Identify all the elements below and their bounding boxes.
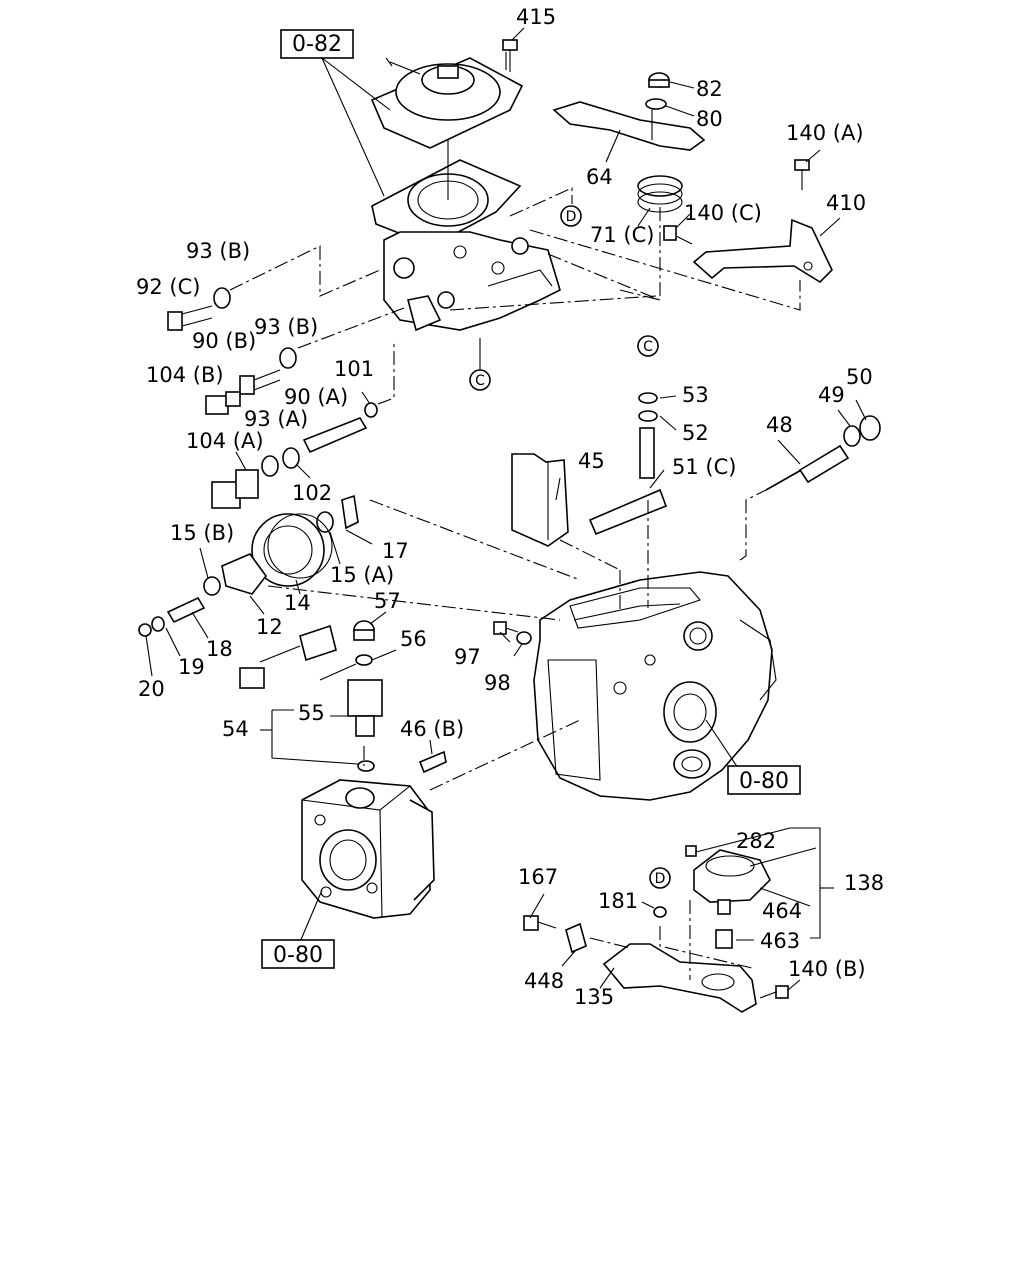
part-label-20: 20 — [138, 677, 165, 701]
part-label-45: 45 — [578, 449, 605, 473]
leader-lines — [145, 27, 867, 991]
part-label-140c: 140 (C) — [684, 201, 762, 225]
ref-label-0-80-upper[interactable]: 0-80 — [739, 769, 789, 794]
governor-cover-assembly — [370, 57, 561, 332]
end-cover — [301, 779, 435, 919]
part-label-15b: 15 (B) — [170, 521, 234, 545]
marker-circle-d-bottom — [649, 867, 671, 889]
marker-circle-c-right — [637, 335, 659, 357]
marker-c-left-label: C — [475, 373, 485, 389]
part-label-82: 82 — [696, 77, 723, 101]
part-label-19: 19 — [178, 655, 205, 679]
part-label-15a: 15 (A) — [330, 563, 394, 587]
part-label-52: 52 — [682, 421, 709, 445]
part-label-97: 97 — [454, 645, 481, 669]
part-label-92c: 92 (C) — [136, 275, 200, 299]
reference-boxes: 0-82 0-80 0-80 — [261, 29, 801, 969]
part-label-56: 56 — [400, 627, 427, 651]
part-label-49: 49 — [818, 383, 845, 407]
dash-lines — [229, 187, 801, 980]
part-label-48: 48 — [766, 413, 793, 437]
part-label-282: 282 — [736, 829, 776, 853]
part-label-464: 464 — [762, 899, 802, 923]
part-label-140b: 140 (B) — [788, 957, 866, 981]
marker-d-bottom-label: D — [655, 871, 666, 887]
ref-box-0-80-lower[interactable] — [261, 939, 335, 969]
part-label-50: 50 — [846, 365, 873, 389]
part-label-93b-upper: 93 (B) — [186, 239, 250, 263]
part-label-51c: 51 (C) — [672, 455, 736, 479]
part-label-17: 17 — [382, 539, 409, 563]
ref-label-0-82[interactable]: 0-82 — [292, 32, 342, 57]
part-label-55: 55 — [298, 701, 325, 725]
circle-markers: D C C D — [469, 205, 671, 889]
part-label-140a: 140 (A) — [786, 121, 864, 145]
part-label-46b: 46 (B) — [400, 717, 464, 741]
part-label-14: 14 — [284, 591, 311, 615]
small-parts — [138, 39, 881, 1013]
part-label-12: 12 — [256, 615, 283, 639]
part-label-64: 64 — [586, 165, 613, 189]
part-label-181: 181 — [598, 889, 638, 913]
part-label-90a: 90 (A) — [284, 385, 348, 409]
ref-box-0-80-upper[interactable] — [727, 765, 801, 795]
pump-body — [533, 571, 777, 801]
part-label-54: 54 — [222, 717, 249, 741]
part-label-93b-lower: 93 (B) — [254, 315, 318, 339]
part-label-104a: 104 (A) — [186, 429, 264, 453]
part-label-57: 57 — [374, 589, 401, 613]
part-label-167: 167 — [518, 865, 558, 889]
part-label-80: 80 — [696, 107, 723, 131]
part-label-98: 98 — [484, 671, 511, 695]
marker-c-right-label: C — [643, 339, 653, 355]
part-label-90b: 90 (B) — [192, 329, 256, 353]
part-label-463: 463 — [760, 929, 800, 953]
part-label-104b: 104 (B) — [146, 363, 224, 387]
part-label-448: 448 — [524, 969, 564, 993]
part-label-101: 101 — [334, 357, 374, 381]
part-label-53: 53 — [682, 383, 709, 407]
marker-d-top-label: D — [566, 209, 577, 225]
part-labels: 415 82 80 64 71 (C) 140 (A) 140 (C) 410 … — [136, 5, 884, 1009]
part-label-138: 138 — [844, 871, 884, 895]
part-label-135: 135 — [574, 985, 614, 1009]
part-label-410: 410 — [826, 191, 866, 215]
ref-box-0-82[interactable] — [280, 29, 354, 59]
ref-label-0-80-lower[interactable]: 0-80 — [273, 943, 323, 968]
part-label-102: 102 — [292, 481, 332, 505]
marker-circle-d-top — [560, 205, 582, 227]
part-label-18: 18 — [206, 637, 233, 661]
part-label-415: 415 — [516, 5, 556, 29]
marker-circle-c-left — [469, 369, 491, 391]
part-label-93a: 93 (A) — [244, 407, 308, 431]
part-label-71c: 71 (C) — [590, 223, 654, 247]
